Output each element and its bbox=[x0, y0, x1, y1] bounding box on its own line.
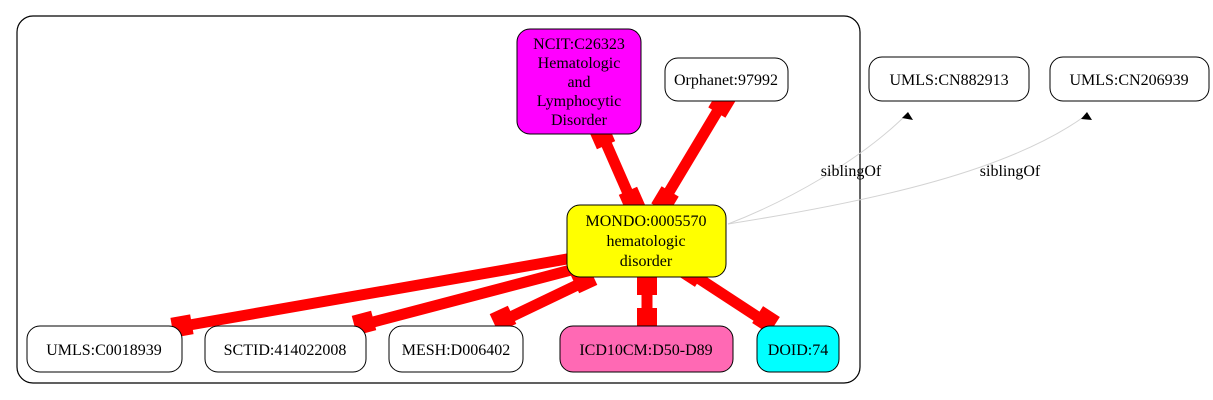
sibling-edge-2-label: siblingOf bbox=[980, 163, 1041, 180]
node-umls-c0018939[interactable]: UMLS:C0018939 bbox=[26, 325, 183, 373]
node-ncit-line-4: Lymphocytic bbox=[537, 93, 621, 110]
node-umls-cn882913-box bbox=[868, 56, 1030, 102]
edge-mondo-umls-c0018939 bbox=[177, 249, 591, 333]
node-umls-cn882913-label: UMLS:CN882913 bbox=[889, 72, 1008, 89]
sibling-edge-1-arrowhead bbox=[902, 112, 913, 120]
node-orphanet-box bbox=[664, 57, 789, 102]
node-umls-c0018939-label: UMLS:C0018939 bbox=[46, 342, 162, 359]
node-icd10cm-label: ICD10CM:D50-D89 bbox=[579, 342, 712, 359]
node-mesh-box bbox=[388, 325, 524, 373]
node-doid-label: DOID:74 bbox=[768, 342, 828, 359]
node-doid[interactable]: DOID:74 bbox=[756, 325, 840, 373]
node-ncit-line-1: NCIT:C26323 bbox=[533, 36, 625, 53]
node-orphanet-label: Orphanet:97992 bbox=[674, 72, 778, 89]
node-umls-cn882913[interactable]: UMLS:CN882913 bbox=[868, 56, 1030, 102]
sibling-edge-1 bbox=[727, 115, 906, 225]
node-umls-cn206939[interactable]: UMLS:CN206939 bbox=[1049, 56, 1210, 102]
node-sctid-label: SCTID:414022008 bbox=[224, 342, 347, 359]
node-ncit-line-2: Hematologic bbox=[538, 55, 621, 72]
node-umls-c0018939-box bbox=[26, 325, 183, 373]
node-mondo-line-1: MONDO:0005570 bbox=[586, 213, 707, 230]
node-mondo-line-2: hematologic bbox=[606, 233, 685, 250]
sibling-edge-1-label: siblingOf bbox=[821, 163, 882, 180]
cap-icd10cm-bottom bbox=[637, 308, 657, 328]
edge-mondo-sctid bbox=[356, 259, 592, 332]
node-icd10cm-box bbox=[559, 325, 734, 373]
sibling-edge-2-arrowhead bbox=[1081, 112, 1092, 120]
node-doid-box bbox=[756, 325, 840, 373]
node-mondo[interactable]: MONDO:0005570 hematologic disorder bbox=[566, 204, 727, 278]
node-mondo-box bbox=[566, 204, 727, 278]
node-ncit-line-3: and bbox=[567, 74, 590, 91]
node-mesh[interactable]: MESH:D006402 bbox=[388, 325, 524, 373]
node-mondo-line-3: disorder bbox=[620, 253, 673, 270]
node-ncit-line-5: Disorder bbox=[551, 112, 608, 129]
node-umls-cn206939-box bbox=[1049, 56, 1210, 102]
node-sctid-box bbox=[204, 325, 367, 373]
sibling-edge-2 bbox=[727, 115, 1086, 225]
node-ncit-box bbox=[516, 28, 642, 135]
edge-orphanet-mondo bbox=[655, 99, 728, 210]
node-mesh-label: MESH:D006402 bbox=[402, 342, 510, 359]
node-orphanet[interactable]: Orphanet:97992 bbox=[664, 57, 789, 102]
node-icd10cm[interactable]: ICD10CM:D50-D89 bbox=[559, 325, 734, 373]
cap-icd10cm-top bbox=[637, 277, 657, 295]
node-ncit[interactable]: NCIT:C26323 Hematologic and Lymphocytic … bbox=[516, 28, 642, 135]
node-umls-cn206939-label: UMLS:CN206939 bbox=[1069, 72, 1188, 89]
node-sctid[interactable]: SCTID:414022008 bbox=[204, 325, 367, 373]
